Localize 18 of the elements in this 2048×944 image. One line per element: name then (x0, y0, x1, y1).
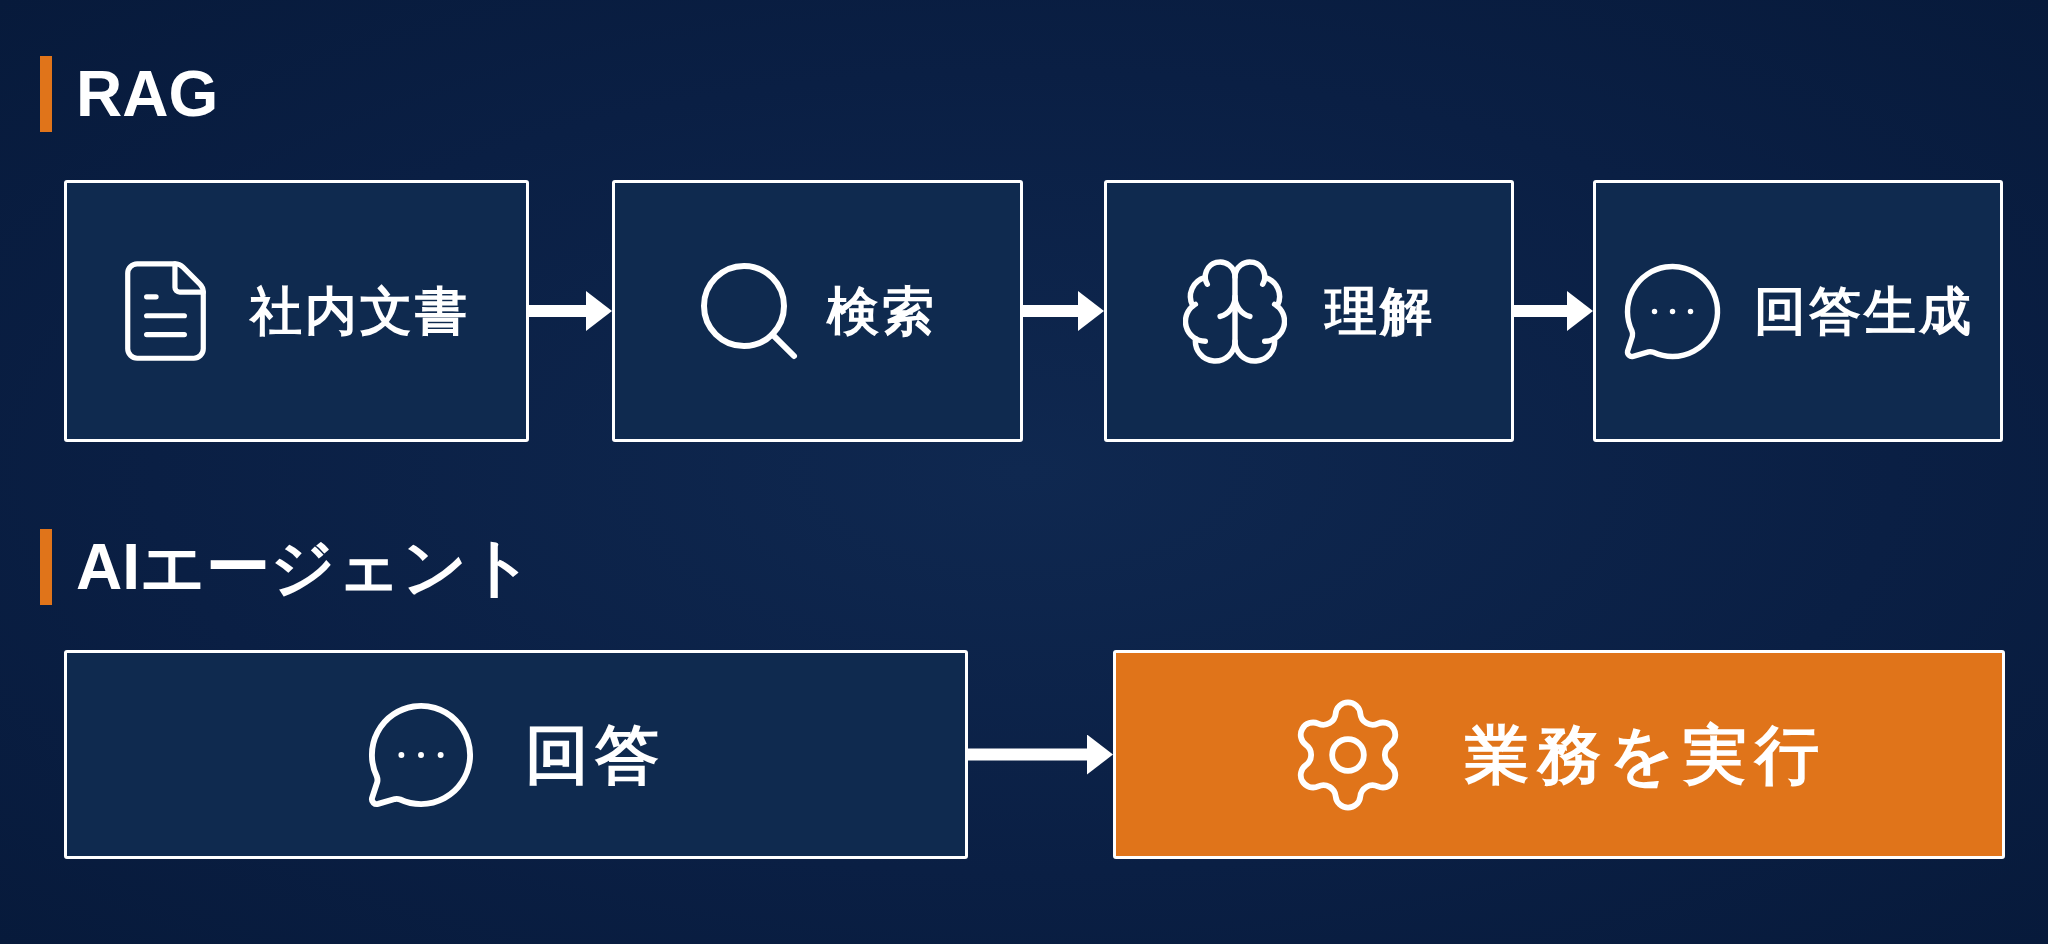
arrow (968, 734, 1113, 775)
step-label: 回答 (525, 722, 665, 787)
process-box (1104, 180, 1514, 442)
section-heading: AIエージェント (76, 535, 534, 599)
process-box (612, 180, 1023, 442)
process-box (1113, 650, 2005, 859)
step-label: 検索 (826, 285, 937, 337)
arrow (1023, 291, 1104, 331)
step-label: 社内文書 (250, 285, 470, 337)
arrow (1514, 291, 1593, 331)
process-box (1593, 180, 2003, 442)
process-box (64, 180, 529, 442)
step-label: 理解 (1325, 285, 1435, 337)
arrow (529, 291, 612, 331)
step-label: 回答生成 (1753, 285, 1974, 337)
step-label: 業務を実行 (1465, 722, 1827, 787)
process-box (64, 650, 968, 859)
section-heading: RAG (76, 62, 219, 126)
